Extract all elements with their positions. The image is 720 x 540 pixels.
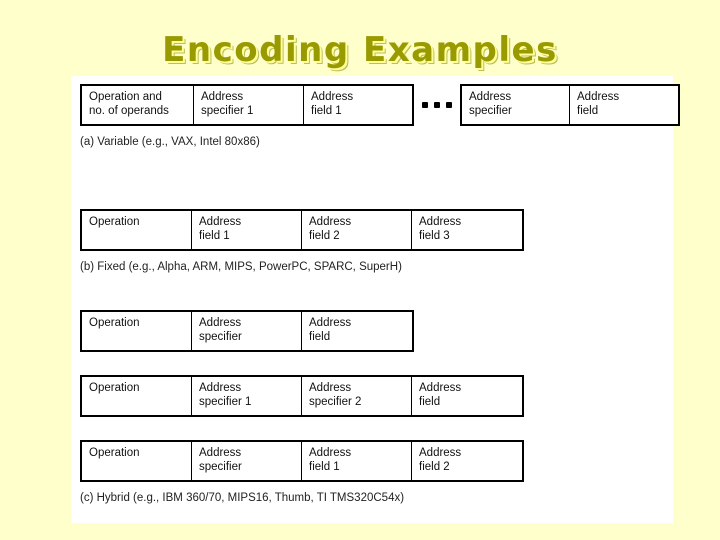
field-line-2: specifier xyxy=(469,105,512,117)
field-line-2: field 3 xyxy=(419,230,450,242)
field-line-1: Address xyxy=(199,382,242,394)
encoding-row-hybrid-1: Operation Address specifier Address fiel… xyxy=(80,310,414,352)
field-address-specifier-1: Address specifier 1 xyxy=(194,86,304,124)
field-line-1: Address xyxy=(469,91,512,103)
instruction-group: Operation Address specifier Address fiel… xyxy=(80,440,524,482)
field-line-1: Address xyxy=(419,382,462,394)
encoding-row-hybrid-2: Operation Address specifier 1 Address sp… xyxy=(80,375,524,417)
caption-c: (c) Hybrid (e.g., IBM 360/70, MIPS16, Th… xyxy=(80,492,405,504)
field-line-1: Address xyxy=(199,447,242,459)
page-title: Encoding Examples xyxy=(162,30,558,70)
encoding-row-hybrid-3: Operation Address specifier Address fiel… xyxy=(80,440,524,482)
caption-a: (a) Variable (e.g., VAX, Intel 80x86) xyxy=(80,136,260,148)
field-operation: Operation xyxy=(82,377,192,415)
caption-b: (b) Fixed (e.g., Alpha, ARM, MIPS, Power… xyxy=(80,261,402,273)
field-line-1: Address xyxy=(419,216,462,228)
field-address-field: Address field xyxy=(570,86,678,124)
instruction-group-tail: Address specifier Address field xyxy=(460,84,680,126)
field-line-1: Operation xyxy=(89,382,140,394)
field-line-2: field 1 xyxy=(311,105,342,117)
instruction-group: Operation Address field 1 Address field … xyxy=(80,209,524,251)
field-line-2: field 2 xyxy=(419,461,450,473)
field-line-1: Address xyxy=(309,216,352,228)
instruction-group: Operation Address specifier 1 Address sp… xyxy=(80,375,524,417)
field-address-field-1: Address field 1 xyxy=(304,86,412,124)
field-line-2: specifier 1 xyxy=(199,396,252,408)
field-line-1: Operation xyxy=(89,216,140,228)
field-line-1: Address xyxy=(309,317,352,329)
instruction-group: Operation Address specifier Address fiel… xyxy=(80,310,414,352)
field-address-specifier: Address specifier xyxy=(192,442,302,480)
ellipsis-dot xyxy=(422,102,428,108)
field-line-1: Address xyxy=(419,447,462,459)
field-operation: Operation xyxy=(82,211,192,249)
ellipsis-icon xyxy=(414,84,460,126)
field-line-2: field 1 xyxy=(309,461,340,473)
field-operation: Operation xyxy=(82,312,192,350)
encoding-row-variable: Operation and no. of operands Address sp… xyxy=(80,84,680,126)
field-address-field: Address field xyxy=(302,312,412,350)
field-line-1: Address xyxy=(309,447,352,459)
field-line-2: specifier xyxy=(199,331,242,343)
field-line-1: Address xyxy=(309,382,352,394)
field-line-2: specifier xyxy=(199,461,242,473)
field-address-field-2: Address field 2 xyxy=(302,211,412,249)
field-line-2: no. of operands xyxy=(89,105,169,117)
instruction-group: Operation and no. of operands Address sp… xyxy=(80,84,414,126)
field-line-1: Operation and xyxy=(89,91,162,103)
field-line-2: specifier 1 xyxy=(201,105,254,117)
field-line-2: field xyxy=(309,331,331,343)
field-line-2: field 1 xyxy=(199,230,230,242)
field-address-field-3: Address field 3 xyxy=(412,211,522,249)
ellipsis-dot xyxy=(446,102,452,108)
field-address-field-1: Address field 1 xyxy=(302,442,412,480)
field-operation-and-operands: Operation and no. of operands xyxy=(82,86,194,124)
field-address-field: Address field xyxy=(412,377,522,415)
field-line-1: Address xyxy=(577,91,620,103)
field-line-1: Address xyxy=(201,91,244,103)
field-line-1: Operation xyxy=(89,447,140,459)
field-line-2: specifier 2 xyxy=(309,396,362,408)
field-address-field-2: Address field 2 xyxy=(412,442,522,480)
field-operation: Operation xyxy=(82,442,192,480)
encoding-row-fixed: Operation Address field 1 Address field … xyxy=(80,209,524,251)
field-line-1: Address xyxy=(311,91,354,103)
field-address-specifier-1: Address specifier 1 xyxy=(192,377,302,415)
field-address-specifier: Address specifier xyxy=(192,312,302,350)
field-address-specifier-2: Address specifier 2 xyxy=(302,377,412,415)
field-line-2: field xyxy=(419,396,441,408)
field-line-2: field xyxy=(577,105,599,117)
field-line-2: field 2 xyxy=(309,230,340,242)
field-address-field-1: Address field 1 xyxy=(192,211,302,249)
ellipsis-dot xyxy=(434,102,440,108)
encoding-figure: Operation and no. of operands Address sp… xyxy=(71,76,680,523)
field-line-1: Address xyxy=(199,216,242,228)
field-line-1: Operation xyxy=(89,317,140,329)
field-line-1: Address xyxy=(199,317,242,329)
field-address-specifier: Address specifier xyxy=(462,86,570,124)
